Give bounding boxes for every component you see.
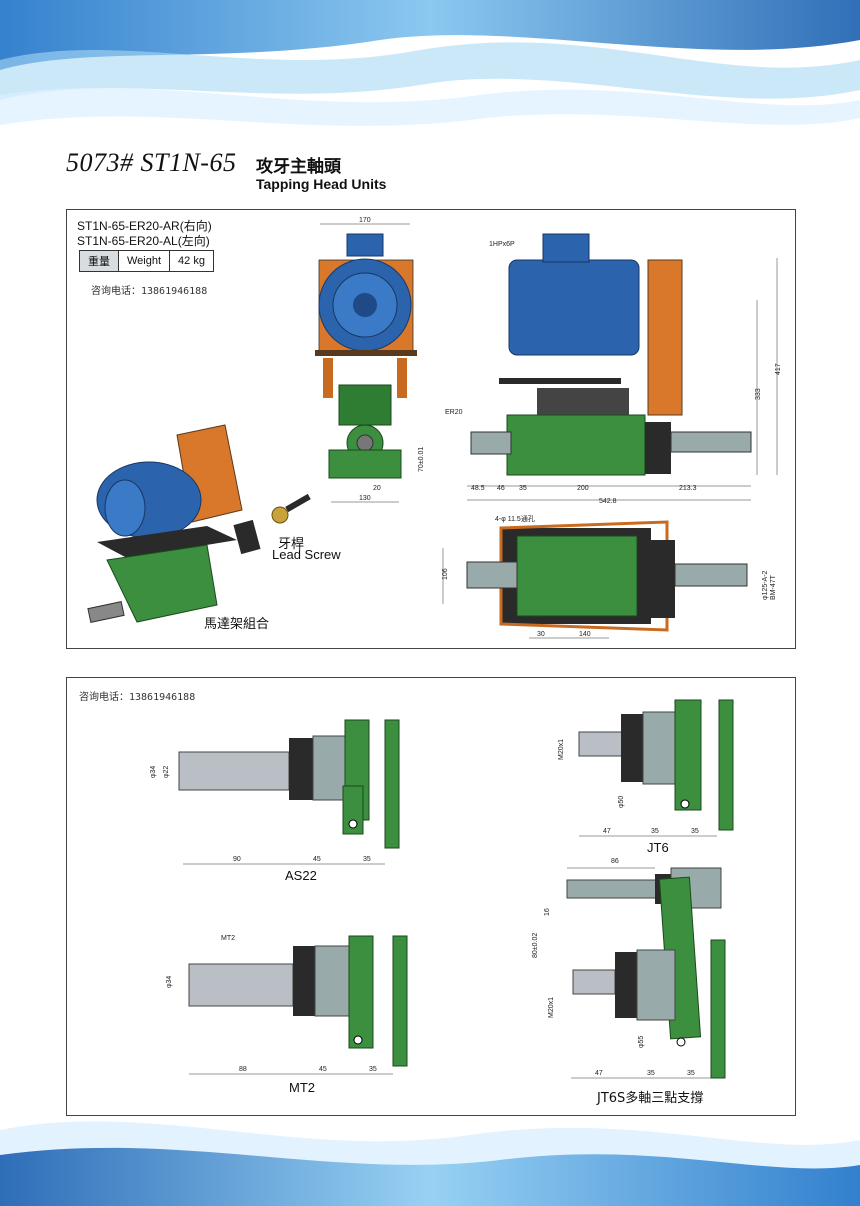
jt6s-dim-35-a: 35 xyxy=(647,1070,655,1077)
iso-assembly-drawing xyxy=(87,424,261,623)
top-view-drawing xyxy=(442,520,748,639)
title-english: Tapping Head Units xyxy=(256,176,387,192)
jt6s-label: JT6S多軸三點支撐 xyxy=(597,1091,704,1106)
dim-140: 140 xyxy=(579,631,591,638)
weight-label-cn: 重量 xyxy=(79,250,119,272)
dim-46: 46 xyxy=(497,485,505,492)
title-chinese: 攻牙主軸頭 xyxy=(256,157,341,177)
mt2-dia-34: φ34 xyxy=(166,976,173,988)
model-left-label: ST1N-65-ER20-AL(左向) xyxy=(77,234,210,248)
contact-phone-top: 咨询电话：13861946188 xyxy=(91,286,208,297)
lead-screw-cn: 牙桿 xyxy=(278,537,305,552)
dim-belt: BM-47T xyxy=(770,574,777,600)
jt6s-dim-16: 16 xyxy=(544,908,551,916)
dim-48-5: 48.5 xyxy=(471,485,485,492)
top-drawing-panel: ST1N-65-ER20-AR(右向) ST1N-65-ER20-AL(左向) … xyxy=(66,209,796,649)
model-right-label: ST1N-65-ER20-AR(右向) xyxy=(77,219,212,233)
jt6s-dim-86: 86 xyxy=(611,858,619,865)
jt6s-dim-80: 80±0.02 xyxy=(532,933,539,958)
dim-30: 30 xyxy=(537,631,545,638)
weight-label-en: Weight xyxy=(117,250,171,272)
dim-106: 106 xyxy=(442,568,449,580)
dim-130: 130 xyxy=(359,495,371,502)
weight-value: 42 kg xyxy=(169,250,214,272)
dim-1hp: 1HPx6P xyxy=(489,241,515,248)
header-wave-background xyxy=(0,0,860,160)
jt6s-dia-55: φ55 xyxy=(638,1036,645,1048)
mt2-label: MT2 xyxy=(289,1080,315,1095)
front-view-drawing xyxy=(315,223,417,503)
dim-542-8: 542.8 xyxy=(599,498,617,505)
lead-screw-en: Lead Screw xyxy=(272,547,341,562)
jt6s-dim-47: 47 xyxy=(595,1070,603,1077)
dim-pulley: φ125-A-2 xyxy=(762,570,769,600)
weight-table: 重量 Weight 42 kg xyxy=(79,250,214,272)
dim-35-side: 35 xyxy=(519,485,527,492)
mt2-dim-88: 88 xyxy=(239,1066,247,1073)
jt6-dim-35-b: 35 xyxy=(691,828,699,835)
contact-phone-bottom: 咨询电话：13861946188 xyxy=(79,692,196,703)
dim-70: 70±0.01 xyxy=(418,447,425,472)
dim-200: 200 xyxy=(577,485,589,492)
dim-holes: 4-φ 11.5通孔 xyxy=(495,514,535,523)
as22-dia-22: φ22 xyxy=(163,766,170,778)
dim-417: 417 xyxy=(775,363,782,375)
dim-er20: ER20 xyxy=(445,409,463,416)
as22-drawing xyxy=(178,719,400,865)
mt2-drawing xyxy=(188,935,408,1075)
as22-label: AS22 xyxy=(285,868,317,883)
mt2-note: MT2 xyxy=(221,935,235,942)
jt6-dim-47: 47 xyxy=(603,828,611,835)
motor-assembly-label: 馬達架組合 xyxy=(204,617,270,632)
jt6-dia-50: φ50 xyxy=(618,796,625,808)
lead-screw-drawing xyxy=(271,493,311,524)
dim-170: 170 xyxy=(359,217,371,224)
dim-333: 333 xyxy=(755,388,762,400)
dim-20: 20 xyxy=(373,485,381,492)
footer-wave-background xyxy=(0,1121,860,1206)
side-view-drawing xyxy=(467,233,778,501)
as22-dim-45: 45 xyxy=(313,856,321,863)
jt6-label: JT6 xyxy=(647,840,669,855)
jt6s-drawing xyxy=(566,867,726,1079)
bottom-drawing-panel: 咨询电话：13861946188 90 45 35 φ34 φ22 47 xyxy=(66,677,796,1116)
technical-drawing-bottom: 90 45 35 φ34 φ22 47 35 35 M20x1 φ50 xyxy=(150,699,734,1079)
jt6-drawing xyxy=(578,699,734,837)
dim-213-3: 213.3 xyxy=(679,485,697,492)
as22-dim-90: 90 xyxy=(233,856,241,863)
mt2-dim-45: 45 xyxy=(319,1066,327,1073)
technical-drawing-top: 170 130 20 70±0.01 xyxy=(87,217,782,639)
model-title: 5073# ST1N-65 xyxy=(66,148,237,177)
jt6-dim-35-a: 35 xyxy=(651,828,659,835)
jt6s-dim-35-b: 35 xyxy=(687,1070,695,1077)
mt2-dim-35: 35 xyxy=(369,1066,377,1073)
as22-dia-34: φ34 xyxy=(150,766,157,778)
jt6s-m20: M20x1 xyxy=(548,997,555,1018)
jt6-m20: M20x1 xyxy=(558,739,565,760)
as22-dim-35: 35 xyxy=(363,856,371,863)
